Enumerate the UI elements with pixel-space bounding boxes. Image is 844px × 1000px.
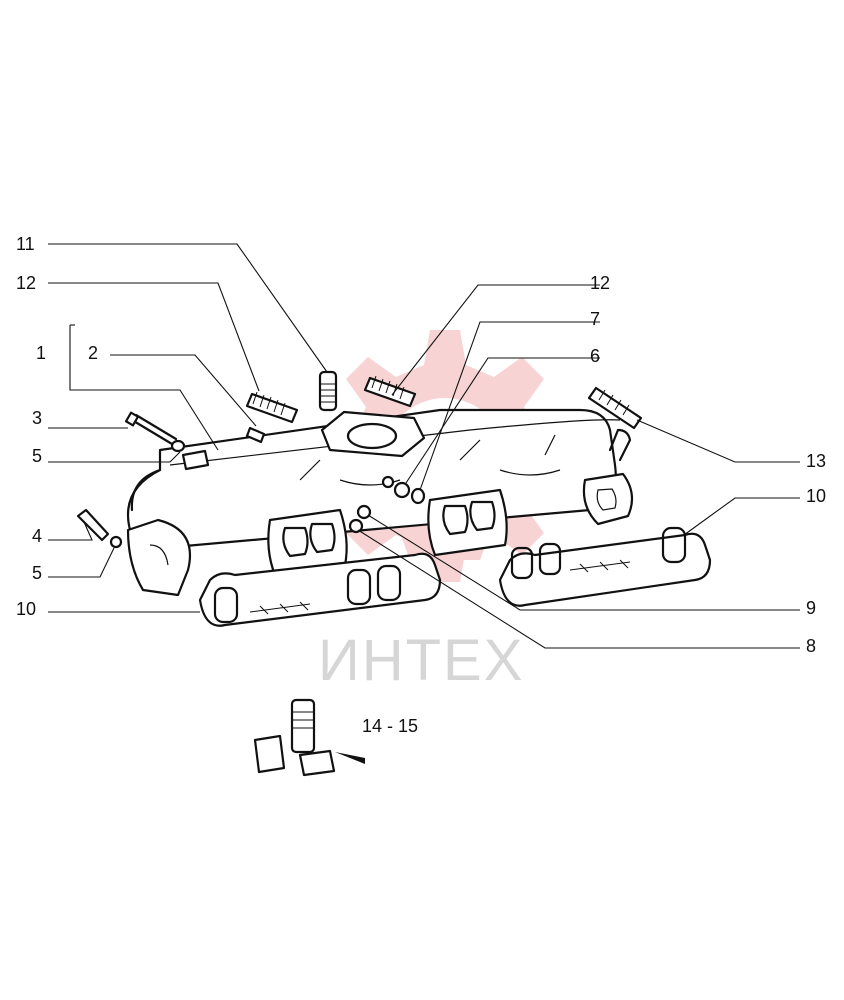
callout-2: 2 bbox=[88, 343, 98, 363]
stud-11 bbox=[318, 370, 338, 412]
kit-label: 14 - 15 bbox=[362, 716, 418, 736]
callout-labels: 11 12 1 2 3 5 4 5 10 12 7 6 13 10 9 8 14… bbox=[16, 234, 826, 736]
exhaust-manifold-body bbox=[126, 408, 634, 597]
callout-10-left: 10 bbox=[16, 599, 36, 619]
callout-5-upper: 5 bbox=[32, 446, 42, 466]
callout-5-lower: 5 bbox=[32, 563, 42, 583]
stud-13 bbox=[587, 386, 643, 430]
nut-7 bbox=[410, 487, 426, 505]
stud-12-right bbox=[363, 375, 417, 408]
callout-12-right: 12 bbox=[590, 273, 610, 293]
callout-7: 7 bbox=[590, 309, 600, 329]
washer-6 bbox=[381, 475, 411, 499]
callout-3: 3 bbox=[32, 408, 42, 428]
stud-12-left bbox=[245, 391, 299, 424]
bolt-4 bbox=[76, 508, 123, 549]
callout-4: 4 bbox=[32, 526, 42, 546]
washer-9 bbox=[356, 504, 372, 520]
stud-2 bbox=[245, 426, 266, 444]
callout-6: 6 bbox=[590, 346, 600, 366]
callout-11: 11 bbox=[16, 234, 35, 254]
gasket-right bbox=[498, 526, 712, 607]
watermark-text: ИНТЕХ bbox=[318, 628, 524, 693]
callout-10-right: 10 bbox=[806, 486, 826, 506]
leader-lines bbox=[48, 243, 800, 649]
callout-13: 13 bbox=[806, 451, 826, 471]
callout-9: 9 bbox=[806, 598, 816, 618]
kit-14-15 bbox=[253, 698, 365, 777]
bolt-3 bbox=[124, 411, 186, 453]
gasket-left bbox=[198, 552, 442, 627]
nut-8 bbox=[348, 518, 364, 534]
callout-1: 1 bbox=[36, 343, 46, 363]
callout-12-left: 12 bbox=[16, 273, 36, 293]
callout-8: 8 bbox=[806, 636, 816, 656]
